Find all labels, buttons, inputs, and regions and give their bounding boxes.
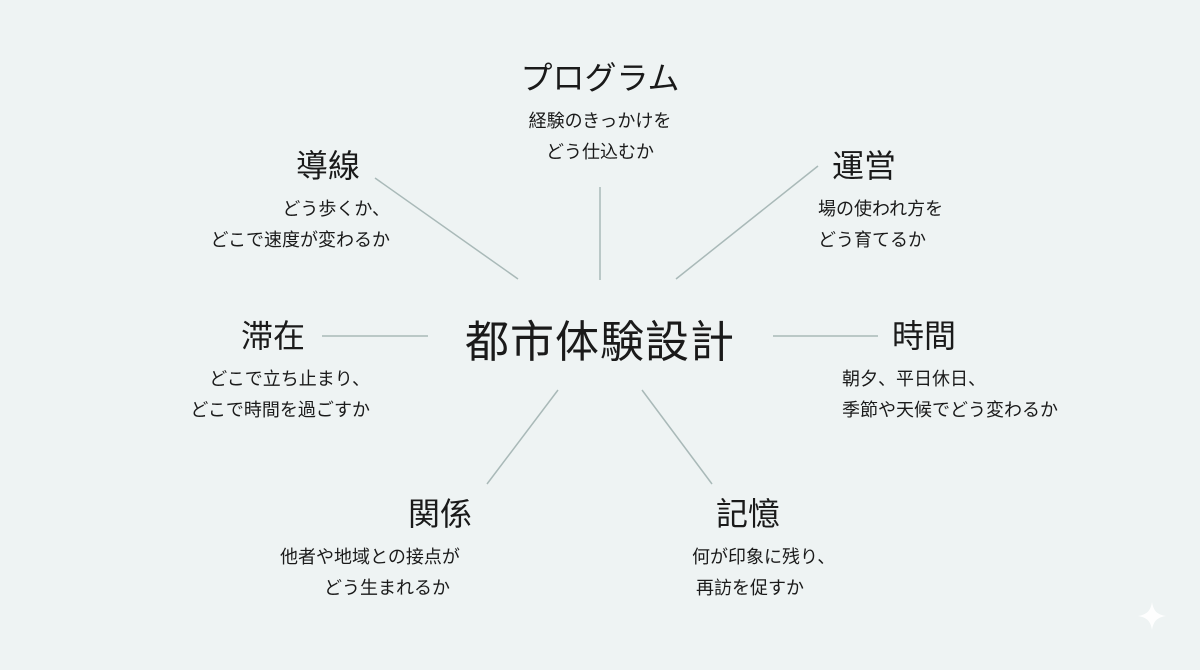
node-taizai: 滞在 どこで立ち止まり、 どこで時間を過ごすか	[60, 316, 370, 426]
sparkle-icon	[1138, 602, 1166, 630]
node-title: 時間	[892, 317, 957, 355]
node-description: 場の使われ方を どう育てるか	[780, 194, 1080, 256]
connector-unei	[675, 165, 819, 280]
node-unei: 運営 場の使われ方を どう育てるか	[780, 146, 1080, 256]
node-description: 他者や地域との接点が どう生まれるか	[280, 542, 580, 604]
node-description: 経験のきっかけを どう仕込むか	[450, 106, 750, 168]
node-dousen: 導線 どう歩くか、 どこで速度が変わるか	[100, 146, 390, 256]
node-description: どこで立ち止まり、 どこで時間を過ごすか	[60, 364, 370, 426]
center-node: 都市体験設計	[465, 317, 735, 368]
node-jikan: 時間 朝夕、平日休日、 季節や天候でどう変わるか	[780, 316, 1150, 426]
connector-kioku	[641, 389, 713, 485]
node-title: 滞在	[240, 317, 305, 355]
node-desc-line: 他者や地域との接点が	[280, 547, 460, 568]
node-kankei: 関係 他者や地域との接点が どう生まれるか	[280, 494, 580, 604]
node-description: 朝夕、平日休日、 季節や天候でどう変わるか	[780, 364, 1150, 426]
node-desc-line: 再訪を促すか	[696, 578, 804, 599]
node-program: プログラム 経験のきっかけを どう仕込むか	[450, 58, 750, 168]
node-title: 記憶	[716, 495, 781, 533]
node-title: 導線	[295, 147, 360, 185]
connector-dousen	[374, 177, 519, 280]
node-desc-line: 何が印象に残り、	[692, 547, 836, 568]
node-desc-line: どう歩くか、	[282, 199, 390, 220]
node-title: 関係	[408, 495, 473, 533]
node-desc-line: 季節や天候でどう変わるか	[842, 400, 1058, 421]
node-desc-line: どこで速度が変わるか	[210, 230, 390, 251]
node-desc-line: どう生まれるか	[324, 578, 450, 599]
node-description: どう歩くか、 どこで速度が変わるか	[100, 194, 390, 256]
node-desc-line: どう育てるか	[818, 230, 926, 251]
node-description: 何が印象に残り、 再訪を促すか	[640, 542, 940, 604]
connector-kankei	[486, 389, 559, 485]
node-desc-line: 経験のきっかけを	[528, 111, 672, 132]
node-desc-line: 場の使われ方を	[818, 199, 944, 220]
node-title: プログラム	[520, 59, 680, 97]
node-kioku: 記憶 何が印象に残り、 再訪を促すか	[640, 494, 940, 604]
node-desc-line: 朝夕、平日休日、	[842, 369, 986, 390]
node-title: 運営	[832, 147, 897, 185]
node-desc-line: どう仕込むか	[546, 142, 654, 163]
node-desc-line: どこで時間を過ごすか	[190, 400, 370, 421]
node-desc-line: どこで立ち止まり、	[209, 369, 370, 390]
